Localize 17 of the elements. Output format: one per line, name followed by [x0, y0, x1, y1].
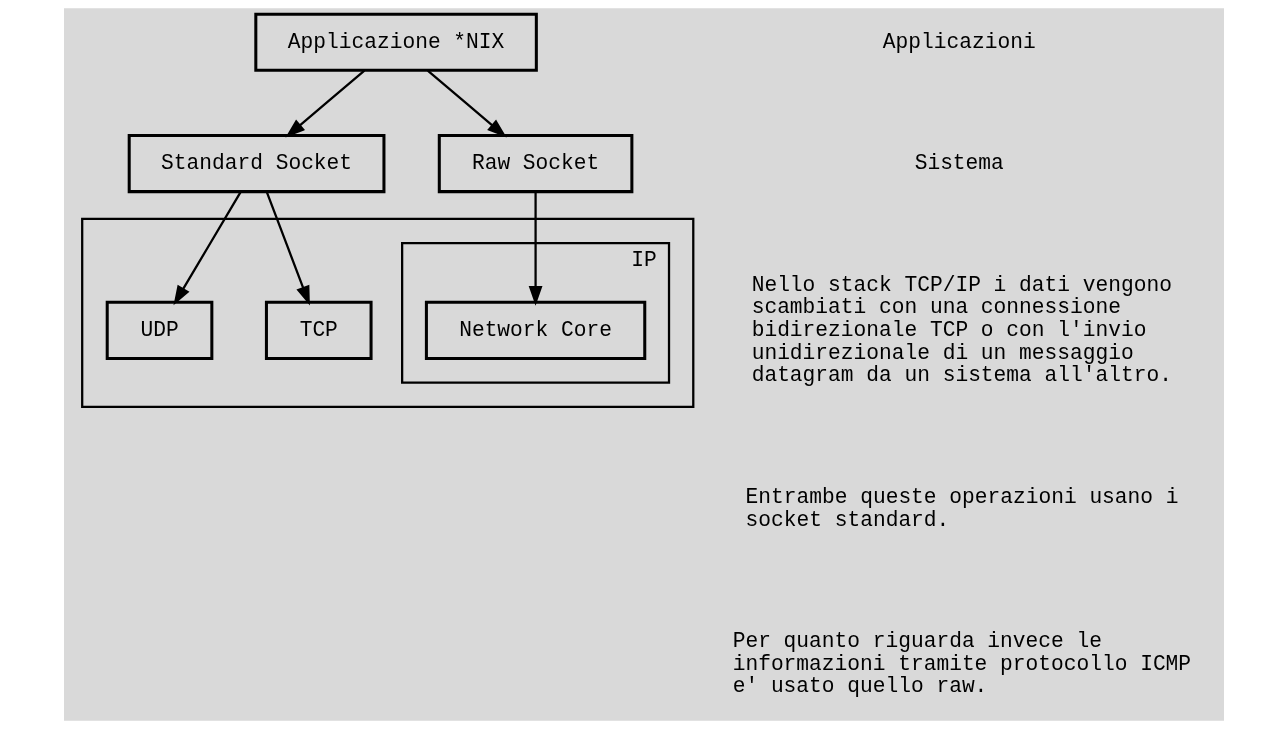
arrow — [284, 69, 365, 138]
label: Applicazioni — [882, 29, 1036, 54]
label: Sistema — [914, 151, 1004, 176]
node-box: Raw Socket — [437, 134, 633, 194]
node-box: Applicazione *NIX — [253, 12, 538, 72]
cluster — [80, 217, 694, 409]
label: Per quanto riguarda invece le informazioni tramite protocollo ICMP e' usato quello raw. — [732, 628, 1191, 699]
label: Nello stack TCP/IP i dati vengono scambiati con una connessione bidirezionale TCP o con l'invio unidirezionale di un messaggio datagram da un sistema all'altro. — [751, 272, 1172, 388]
arrow — [265, 191, 310, 306]
arrow — [528, 192, 542, 306]
label: Entrambe queste operazioni usano i socket standard. — [745, 484, 1179, 532]
node-box: TCP — [264, 300, 373, 360]
arrow — [426, 69, 507, 138]
arrow — [173, 191, 242, 306]
node-box: Standard Socket — [127, 134, 385, 194]
node-box: Network Core — [424, 300, 646, 360]
node-box: UDP — [105, 300, 213, 360]
